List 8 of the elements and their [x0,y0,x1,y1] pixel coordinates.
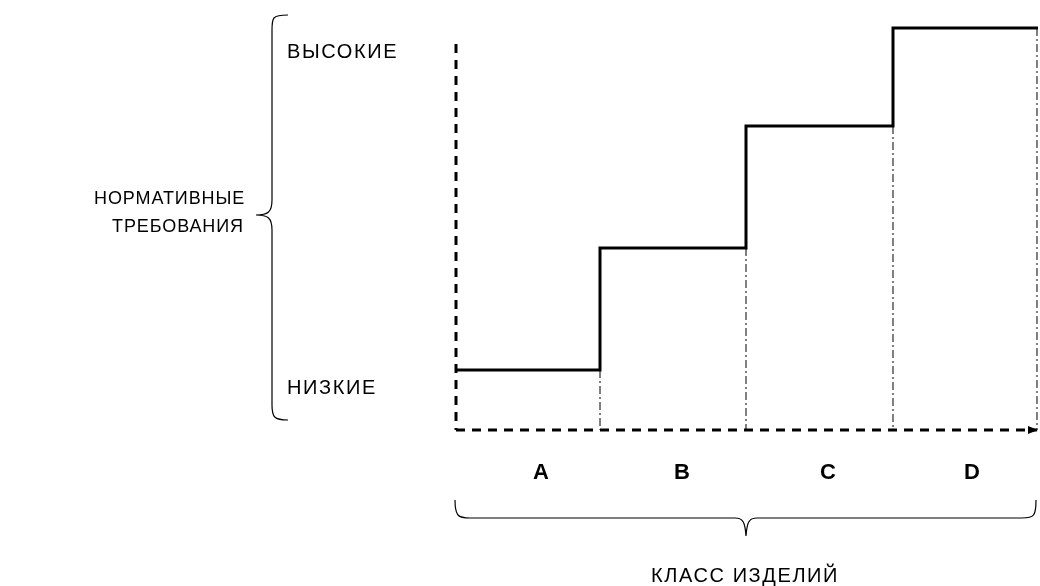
brace-label: НОРМАТИВНЫЕ ТРЕБОВАНИЯ [94,187,244,238]
axis-label: НИЗКИЕ [287,375,377,400]
brace-label: КЛАСС ИЗДЕЛИЙ [649,562,841,586]
category-label: B [673,458,691,486]
category-label: C [819,458,837,486]
axis-label: ВЫСОКИЕ [287,39,399,64]
category-label: A [532,458,550,486]
category-label: D [963,458,981,486]
